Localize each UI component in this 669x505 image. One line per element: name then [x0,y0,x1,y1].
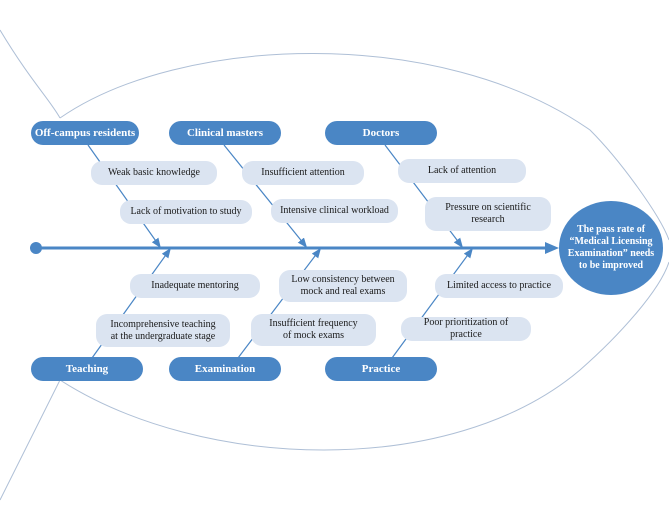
cause-intensive-clinical-workload: Intensive clinical workload [271,199,398,223]
cause-insufficient-frequency: Insufficient frequency of mock exams [251,314,376,346]
fish-body-outline [59,53,669,241]
cause-inadequate-mentoring: Inadequate mentoring [130,274,260,298]
fish-tail-lower [0,379,61,501]
bone-practice [391,247,473,359]
cause-lack-of-motivation: Lack of motivation to study [120,200,252,224]
cause-weak-basic-knowledge: Weak basic knowledge [91,161,217,185]
cause-lack-of-attention: Lack of attention [398,159,526,183]
category-examination: Examination [169,357,281,381]
fish-body-outline-lower [59,261,669,451]
category-off-campus-residents: Off-campus residents [31,121,139,145]
category-clinical-masters: Clinical masters [169,121,281,145]
cause-insufficient-attention: Insufficient attention [242,161,364,185]
spine-tail-dot [30,242,42,254]
cause-poor-prioritization: Poor prioritization of practice [401,317,531,341]
bone-off-campus [87,144,161,249]
category-teaching: Teaching [31,357,143,381]
category-practice: Practice [325,357,437,381]
cause-pressure-on-research: Pressure on scientific research [425,197,551,231]
bone-clinical-masters [223,144,308,248]
cause-low-consistency: Low consistency between mock and real ex… [279,270,407,302]
effect-circle: The pass rate of “Medical Licensing Exam… [559,201,663,295]
cause-incomprehensive-teaching: Incomprehensive teaching at the undergra… [96,314,230,347]
category-doctors: Doctors [325,121,437,145]
bone-examination [237,248,322,359]
cause-limited-access: Limited access to practice [435,274,563,298]
fish-tail-upper [0,29,61,119]
